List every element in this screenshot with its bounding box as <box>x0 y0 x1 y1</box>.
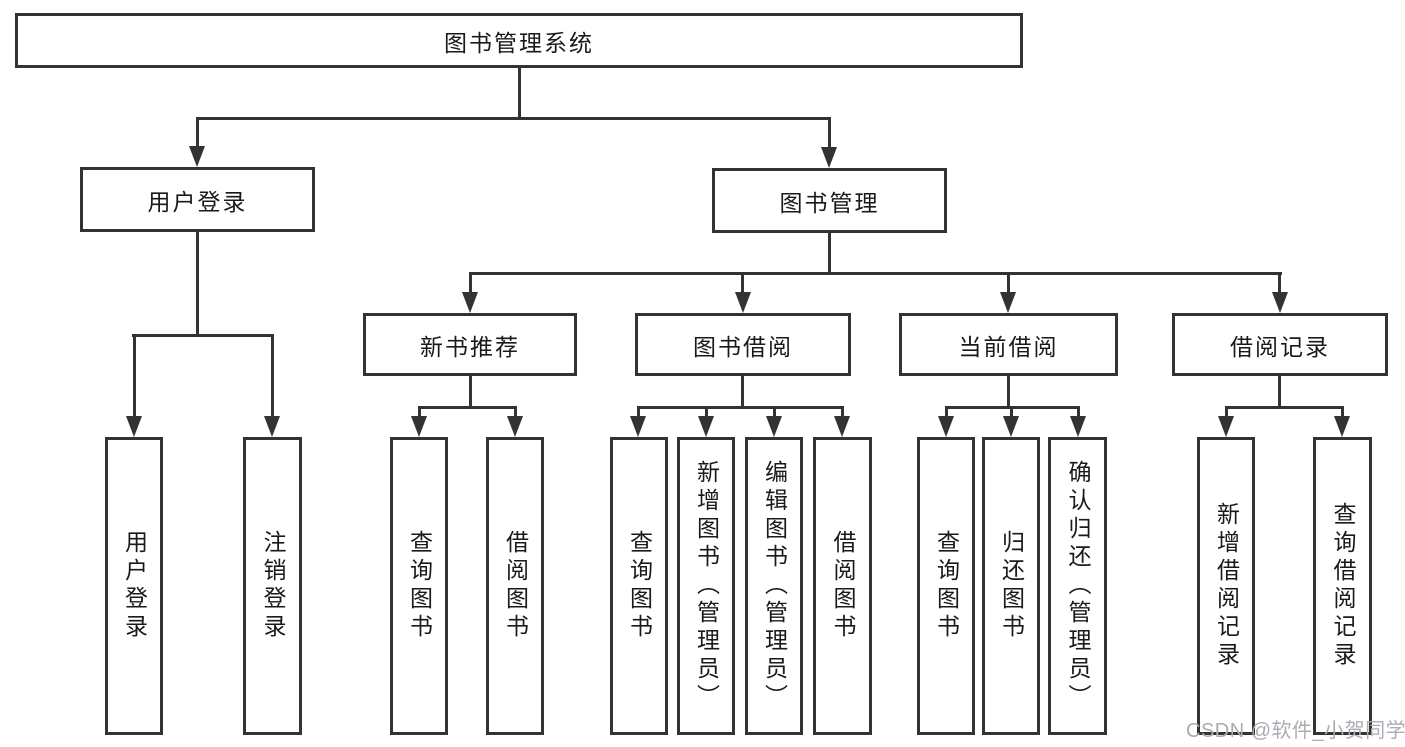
arrow-down-icon <box>462 292 478 313</box>
node-label: 查询图书 <box>406 530 433 642</box>
connector-drop <box>945 406 948 418</box>
node-leaf-add-borrow-record: 新增借阅记录 <box>1197 437 1255 735</box>
connector-drop <box>637 406 640 418</box>
node-leaf-confirm-return-admin: 确认归还（管理员） <box>1048 437 1107 735</box>
arrow-down-icon <box>766 416 782 437</box>
arrow-down-icon <box>189 146 205 167</box>
node-current-borrow: 当前借阅 <box>899 313 1118 376</box>
node-book-management: 图书管理 <box>712 168 947 233</box>
node-borrow-records: 借阅记录 <box>1172 313 1388 376</box>
connector-drop <box>418 406 421 418</box>
node-leaf-user-login: 用户登录 <box>105 437 163 735</box>
node-leaf-add-books-admin: 新增图书（管理员） <box>677 437 735 735</box>
connector-drop <box>705 406 708 418</box>
node-label: 注销登录 <box>260 530 286 642</box>
node-leaf-query-borrow-record: 查询借阅记录 <box>1313 437 1372 735</box>
node-root: 图书管理系统 <box>15 13 1023 68</box>
node-leaf-return-books: 归还图书 <box>982 437 1040 735</box>
connector-group2-rail <box>637 406 843 409</box>
connector-drop-user-login <box>196 117 199 147</box>
connector-book-management-stem <box>828 233 831 273</box>
node-label: 新书推荐 <box>420 333 520 360</box>
arrow-down-icon <box>1334 416 1350 437</box>
csdn-watermark: CSDN @软件_小贺同学 <box>1186 720 1405 742</box>
connector-drop-logout-leaf <box>271 334 274 417</box>
connector-group2-stem <box>741 376 744 407</box>
node-label: 借阅图书 <box>502 530 529 642</box>
connector-root-stem <box>518 68 521 118</box>
arrow-down-icon <box>938 416 954 437</box>
arrow-down-icon <box>1003 416 1019 437</box>
node-label: 查询图书 <box>933 530 960 642</box>
arrow-down-icon <box>507 416 523 437</box>
connector-group1-stem <box>469 376 472 407</box>
node-label: 确认归还（管理员） <box>1065 460 1091 712</box>
node-label: 图书借阅 <box>693 333 793 360</box>
arrow-down-icon <box>1218 416 1234 437</box>
node-leaf-borrow-books-recommend: 借阅图书 <box>486 437 544 735</box>
connector-drop <box>1341 406 1344 418</box>
connector-drop <box>1225 406 1228 418</box>
arrow-down-icon <box>821 147 837 168</box>
node-label: 新增借阅记录 <box>1213 502 1240 670</box>
connector-drop <box>773 406 776 418</box>
connector-drop <box>1077 406 1080 418</box>
arrow-down-icon <box>1070 416 1086 437</box>
node-label: 编辑图书（管理员） <box>761 460 788 712</box>
connector-drop <box>514 406 517 418</box>
connector-level2-rail <box>196 117 831 120</box>
connector-group1-rail <box>418 406 516 409</box>
connector-drop <box>1010 406 1013 418</box>
node-label: 查询图书 <box>626 530 653 642</box>
connector-user-login-stem <box>196 232 199 335</box>
connector-group4-rail <box>1225 406 1343 409</box>
node-leaf-logout: 注销登录 <box>243 437 302 735</box>
connector-drop-borrow-records <box>1278 272 1281 294</box>
connector-drop-book-borrow <box>741 272 744 294</box>
arrow-down-icon <box>1272 292 1288 313</box>
connector-group3-stem <box>1007 376 1010 407</box>
connector-user-login-rail <box>132 334 274 337</box>
connector-drop <box>841 406 844 418</box>
arrow-down-icon <box>411 416 427 437</box>
connector-drop-login-leaf <box>133 334 136 417</box>
node-label: 查询借阅记录 <box>1330 502 1356 670</box>
connector-drop-book-management <box>828 117 831 147</box>
node-new-book-recommend: 新书推荐 <box>363 313 577 376</box>
arrow-down-icon <box>126 416 142 437</box>
arrow-down-icon <box>1000 292 1016 313</box>
node-label: 借阅图书 <box>830 530 856 642</box>
node-leaf-query-books-borrow: 查询图书 <box>610 437 668 735</box>
node-user-login: 用户登录 <box>80 167 315 232</box>
node-label: 用户登录 <box>147 188 248 215</box>
arrow-down-icon <box>735 292 751 313</box>
connector-level3-rail <box>469 272 1282 275</box>
arrow-down-icon <box>698 416 714 437</box>
node-leaf-borrow-books: 借阅图书 <box>813 437 872 735</box>
node-book-borrow: 图书借阅 <box>635 313 851 376</box>
node-label: 借阅记录 <box>1230 333 1330 360</box>
arrow-down-icon <box>834 416 850 437</box>
node-label: 新增图书（管理员） <box>693 460 720 712</box>
node-leaf-query-books-recommend: 查询图书 <box>390 437 448 735</box>
arrow-down-icon <box>630 416 646 437</box>
node-label: 归还图书 <box>998 530 1025 642</box>
node-leaf-query-books-current: 查询图书 <box>917 437 975 735</box>
connector-drop-new-book <box>469 272 472 294</box>
node-label: 当前借阅 <box>958 333 1059 360</box>
node-label: 图书管理 <box>779 189 880 216</box>
connector-drop-current-borrow <box>1007 272 1010 294</box>
node-root-label: 图书管理系统 <box>444 29 594 56</box>
node-leaf-edit-books-admin: 编辑图书（管理员） <box>745 437 803 735</box>
connector-group4-stem <box>1278 376 1281 407</box>
node-label: 用户登录 <box>121 530 148 642</box>
arrow-down-icon <box>264 416 280 437</box>
